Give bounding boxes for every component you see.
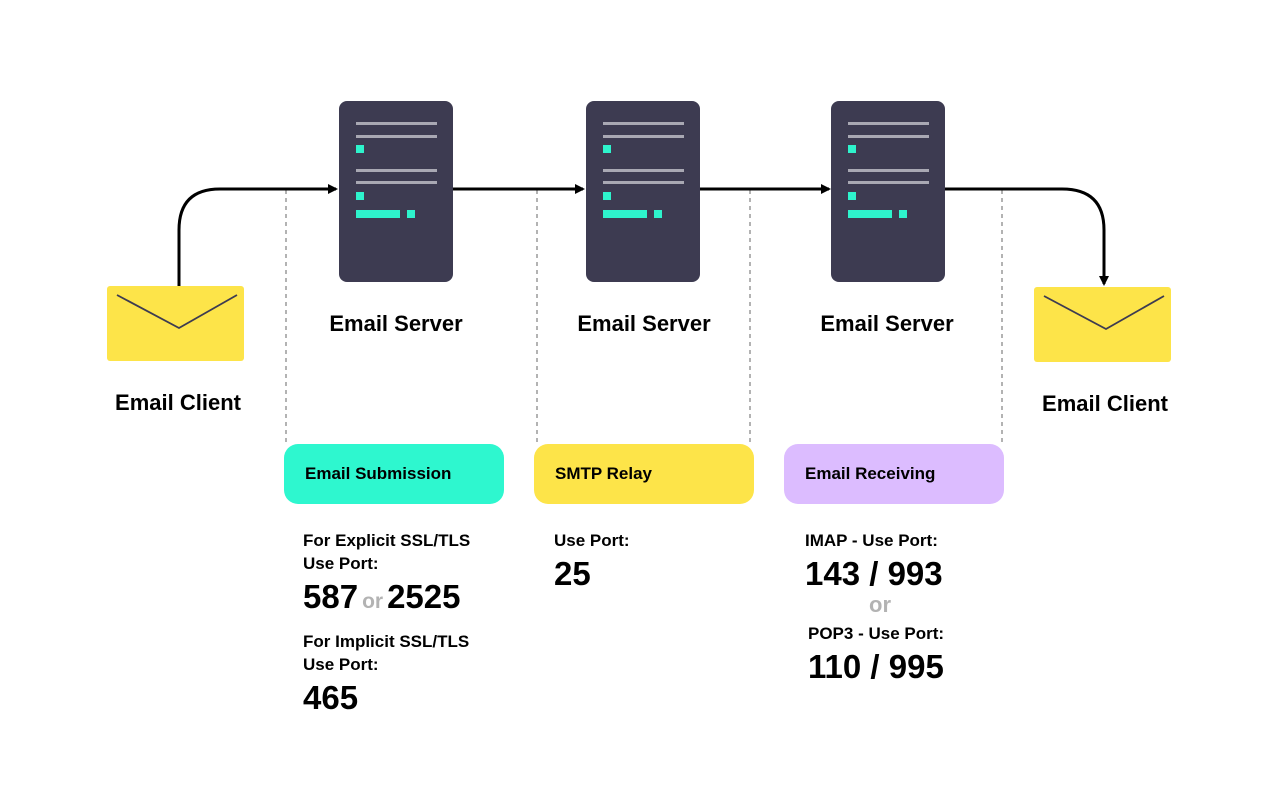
implicit-tls-label: For Implicit SSL/TLS <box>303 632 470 651</box>
pop3-use-port-label: POP3 - Use Port: <box>808 624 945 643</box>
server-icon <box>586 101 700 282</box>
or-text: or <box>869 592 891 617</box>
server-icon <box>339 101 453 282</box>
flow-arrows <box>177 184 1109 286</box>
port-587: 587 <box>303 578 359 615</box>
server-label-2: Email Server <box>577 311 711 336</box>
envelope-icon <box>107 286 244 361</box>
relay-stage-pill: SMTP Relay <box>534 444 754 504</box>
explicit-tls-label: For Explicit SSL/TLS <box>303 531 471 550</box>
port-25: 25 <box>554 555 591 592</box>
imap-ports: 143 / 993 <box>805 555 943 592</box>
stage-dividers <box>285 190 1003 444</box>
client-label-left: Email Client <box>115 390 241 415</box>
receiving-stage-pill: Email Receiving <box>784 444 1004 504</box>
envelope-icon <box>1034 287 1171 362</box>
server-icon <box>831 101 945 282</box>
implicit-use-port-label: Use Port: <box>303 655 379 674</box>
pop3-ports: 110 / 995 <box>808 648 944 685</box>
imap-use-port-label: IMAP - Use Port: <box>805 531 938 550</box>
server-label-1: Email Server <box>329 311 463 336</box>
port-2525: 2525 <box>387 578 461 615</box>
arrow-client-to-server-1 <box>177 184 338 286</box>
explicit-use-port-label: Use Port: <box>303 554 379 573</box>
relay-use-port-label: Use Port: <box>554 531 630 550</box>
or-text: or <box>362 590 384 613</box>
port-465: 465 <box>303 679 359 716</box>
client-label-right: Email Client <box>1042 391 1168 416</box>
server-label-3: Email Server <box>820 311 954 336</box>
receiving-port-info: IMAP - Use Port: 143 / 993 or POP3 - Use… <box>805 529 955 687</box>
relay-port-info: Use Port: 25 <box>554 529 630 594</box>
submission-stage-pill: Email Submission <box>284 444 504 504</box>
arrow-server-3-to-client <box>944 187 1109 286</box>
